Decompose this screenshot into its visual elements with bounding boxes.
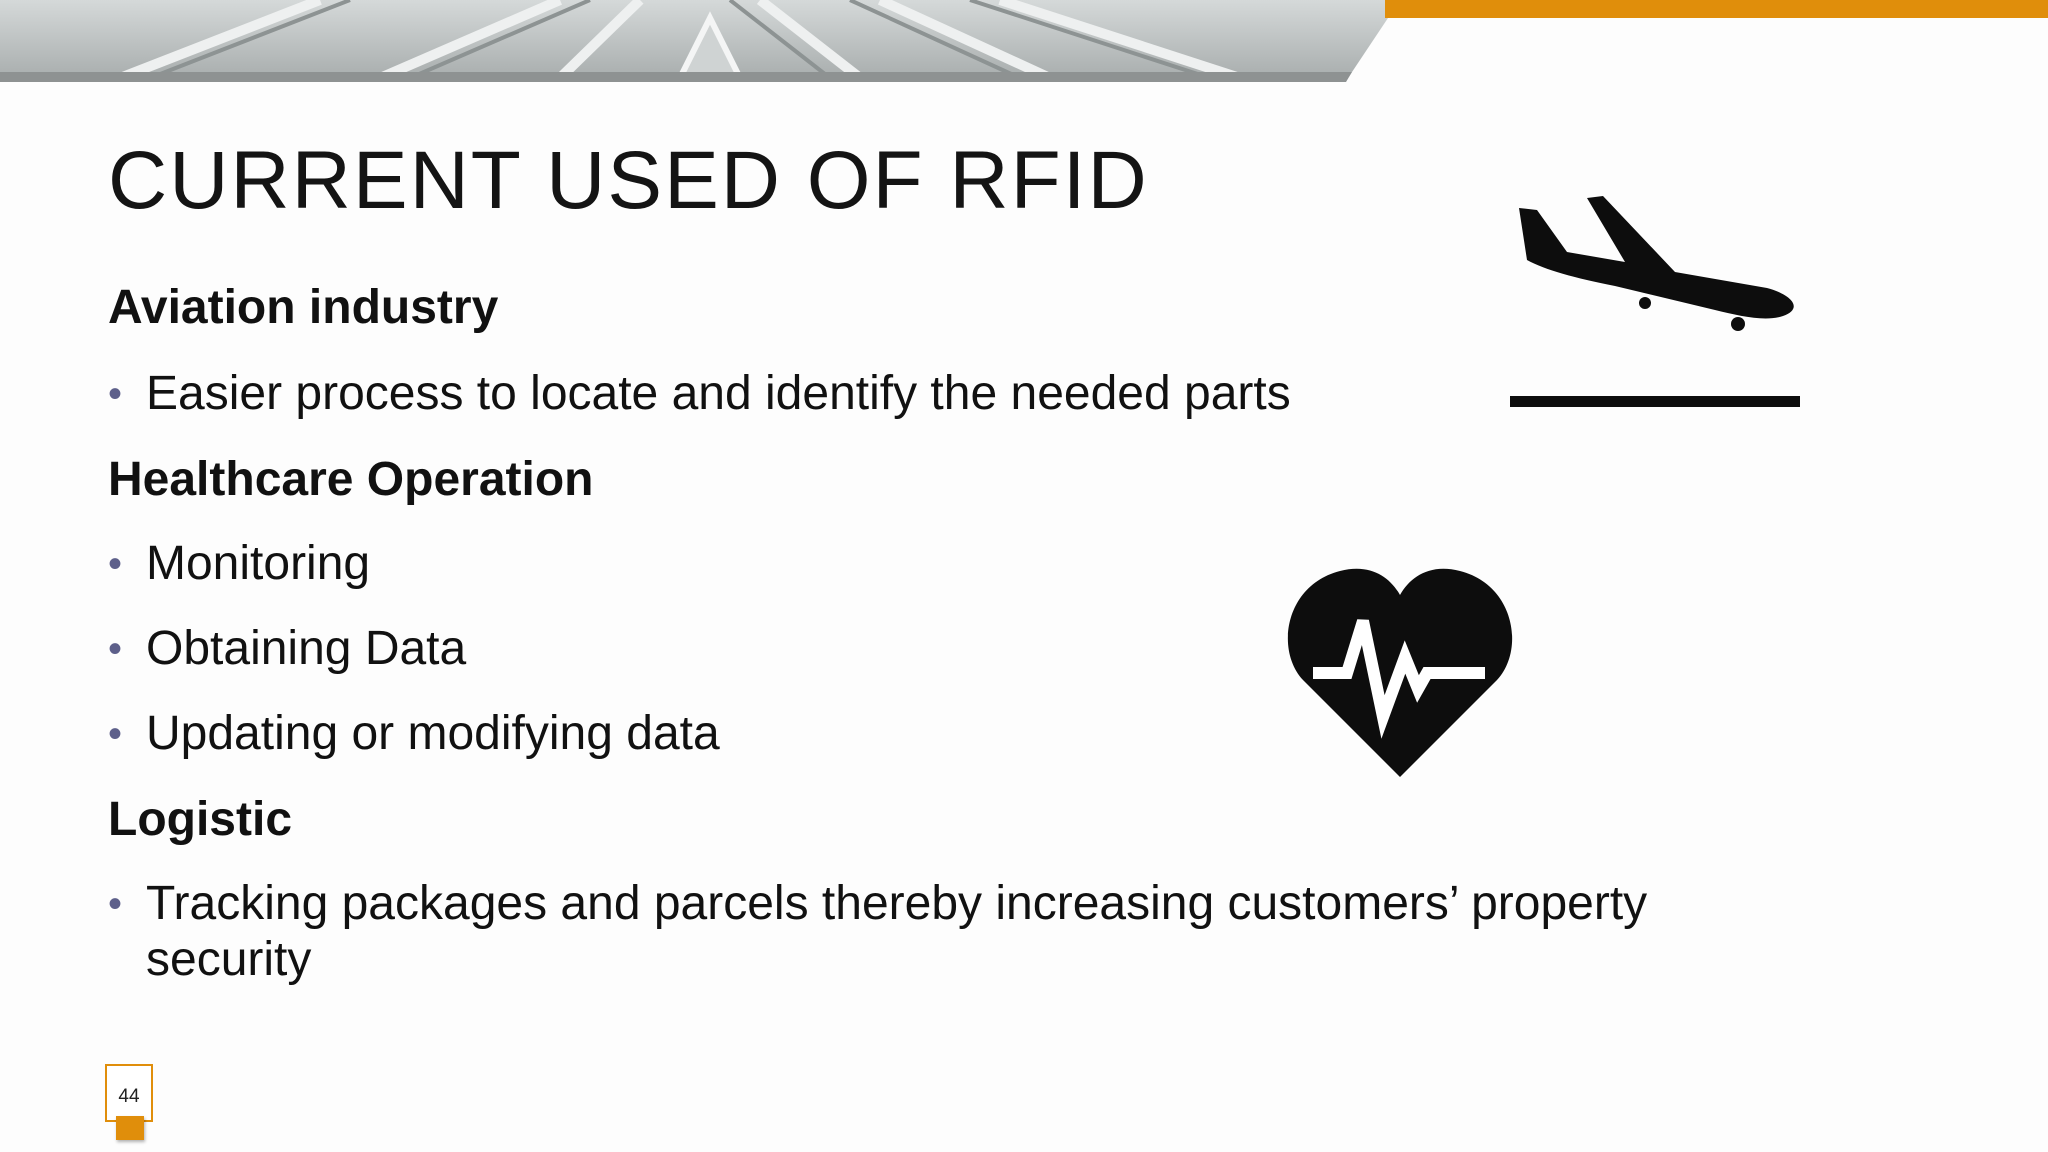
bullet-item: • Tracking packages and parcels thereby … (108, 876, 1788, 988)
bullet-icon: • (108, 372, 123, 416)
bullet-text: Tracking packages and parcels thereby in… (146, 877, 1648, 986)
header-photo (0, 0, 1400, 82)
airplane-landing-icon (1510, 196, 1800, 407)
slide-title: CURRENT USED OF RFID (108, 135, 1149, 226)
bullet-icon: • (108, 882, 123, 926)
bullet-icon: • (108, 712, 123, 756)
bullet-item: • Obtaining Data (108, 621, 466, 677)
bullet-text: Monitoring (146, 537, 371, 590)
accent-bar (1385, 0, 2048, 18)
bullet-item: • Easier process to locate and identify … (108, 366, 1291, 422)
bullet-item: • Updating or modifying data (108, 706, 720, 762)
bullet-icon: • (108, 542, 123, 586)
section-heading-aviation: Aviation industry (108, 281, 499, 334)
bullet-text: Obtaining Data (146, 622, 467, 675)
bullet-text: Updating or modifying data (146, 707, 720, 760)
bullet-item: • Monitoring (108, 536, 370, 592)
bullet-text: Easier process to locate and identify th… (146, 367, 1291, 420)
section-heading-logistic: Logistic (108, 793, 293, 846)
page-number: 44 (118, 1086, 140, 1107)
bullet-icon: • (108, 627, 123, 671)
page-marker (116, 1116, 144, 1140)
section-heading-healthcare: Healthcare Operation (108, 453, 594, 506)
heart-pulse-icon (1287, 568, 1513, 777)
page-number-box: 44 (105, 1064, 153, 1122)
